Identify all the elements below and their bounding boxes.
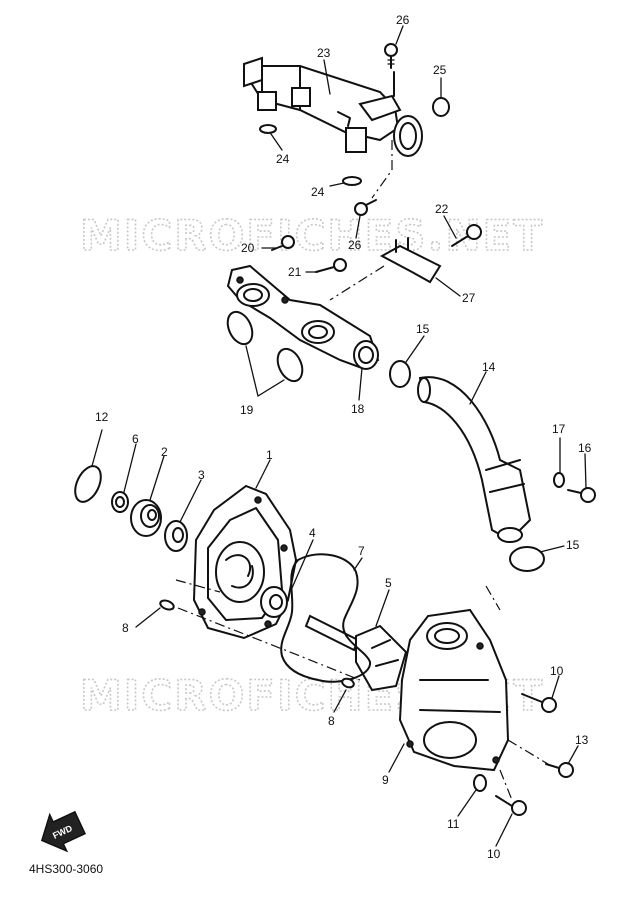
gasket-7: [280, 553, 371, 683]
callout-20: 20: [241, 241, 255, 255]
callout-1: 1: [266, 448, 273, 462]
callout-15-upper: 15: [416, 322, 430, 336]
o-ring-25: [432, 97, 450, 117]
callout-8-right: 8: [328, 714, 335, 728]
callout-10-upper: 10: [550, 664, 564, 678]
o-ring-24-top: [259, 124, 277, 134]
pump-housing-9: [398, 608, 510, 772]
o-ring-12: [74, 465, 102, 503]
bolt-20: [271, 235, 295, 251]
callout-2: 2: [161, 445, 168, 459]
callout-24-lower: 24: [311, 185, 325, 199]
callout-19: 19: [240, 403, 254, 417]
bolt-26-lower: [354, 199, 377, 216]
o-ring-24-lower: [342, 176, 362, 186]
bolt-13: [545, 762, 574, 778]
callout-7: 7: [358, 544, 365, 558]
washer-17: [553, 472, 565, 488]
dowel-pin-8-right: [341, 677, 355, 689]
callout-4: 4: [309, 526, 316, 540]
callout-27: 27: [462, 291, 476, 305]
water-pipe-18: [226, 264, 380, 370]
callout-5: 5: [385, 576, 392, 590]
callout-11: 11: [447, 817, 460, 831]
callout-3: 3: [198, 468, 205, 482]
drawing-code: 4HS300-3060: [29, 862, 104, 876]
callout-26-lower: 26: [348, 238, 362, 252]
callout-10-lower: 10: [487, 847, 501, 861]
bracket-27: [379, 237, 442, 284]
callout-22: 22: [435, 202, 449, 216]
bolt-22: [451, 224, 482, 247]
bolt-16: [567, 487, 596, 503]
callout-8-left: 8: [122, 621, 129, 635]
callout-17: 17: [552, 422, 566, 436]
hose-14: [417, 376, 532, 543]
callout-9: 9: [382, 773, 389, 787]
guide-line-top: [371, 140, 393, 199]
callout-16: 16: [578, 441, 592, 455]
bearing-2: [130, 499, 162, 537]
thermostat-pipe: [243, 56, 423, 157]
oil-seal-6: [111, 491, 129, 513]
fwd-arrow-icon: FWD: [40, 810, 87, 853]
bolt-26-top: [384, 43, 398, 69]
callout-15-lower: 15: [566, 538, 580, 552]
callout-labels: 26 23 25 24 24 26 22 20 21 27 15 19 18 1…: [95, 13, 592, 861]
callout-6: 6: [132, 432, 139, 446]
dowel-pin-8-left: [159, 599, 175, 611]
callout-14: 14: [482, 360, 496, 374]
callout-26-top: 26: [396, 13, 410, 27]
o-ring-15-upper: [389, 360, 411, 388]
callout-24-top: 24: [276, 152, 290, 166]
callout-18: 18: [351, 402, 365, 416]
callout-21: 21: [288, 265, 302, 279]
bolt-10-lower: [495, 795, 527, 816]
watermark-top: MICROFICHES.NET: [80, 211, 544, 260]
callout-13: 13: [575, 733, 589, 747]
impeller-4: [260, 586, 288, 618]
o-ring-15-lower: [509, 546, 545, 572]
callout-23: 23: [317, 46, 331, 60]
leader-lines: [91, 25, 587, 847]
bolt-21: [315, 258, 347, 273]
guide-line-pump: [175, 579, 361, 681]
callout-12: 12: [95, 410, 109, 424]
leader-19: [245, 345, 285, 398]
seal-3: [164, 520, 188, 552]
washer-11: [473, 774, 487, 792]
guide-line-housing: [485, 585, 501, 611]
callout-25: 25: [433, 63, 447, 77]
impeller-shaft-5: [304, 614, 408, 692]
guide-line-bolts: [499, 739, 549, 801]
bolt-10-upper: [521, 693, 557, 713]
o-ring-19-right: [276, 347, 304, 383]
o-ring-19-left: [226, 310, 254, 346]
